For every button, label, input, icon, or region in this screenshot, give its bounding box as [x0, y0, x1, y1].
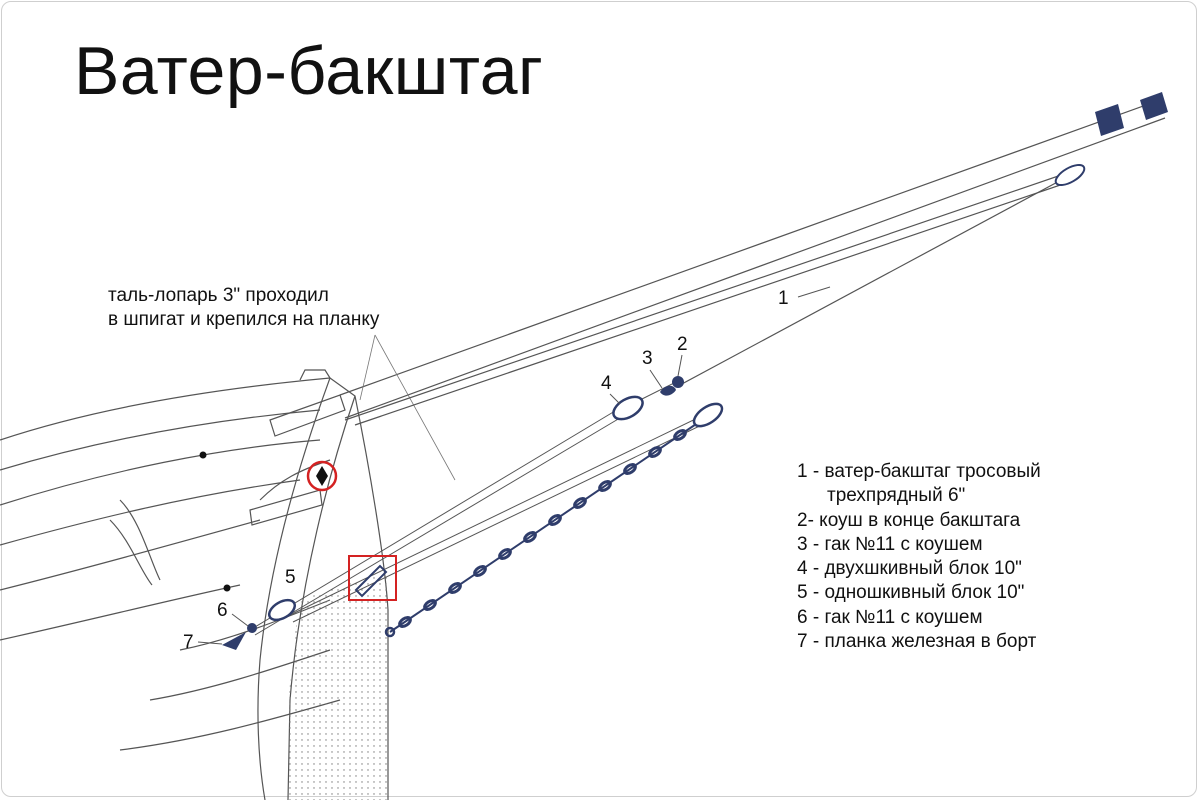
scupper-highlight-circle	[306, 460, 338, 492]
callout-6: 6	[217, 600, 228, 621]
annotation-line-2: в шпигат и крепился на планку	[108, 309, 380, 330]
callout-4: 4	[601, 373, 612, 394]
callout-2: 2	[677, 334, 688, 355]
thimble-2	[672, 376, 684, 388]
tackle-falls	[249, 379, 713, 636]
bowsprit-band	[1095, 104, 1124, 136]
hook-6	[247, 623, 257, 633]
legend-item-3: 3 - гак №11 с коушем	[797, 533, 983, 555]
callout-leader-2	[677, 354, 683, 377]
annotation-note: таль-лопарь 3" проходил в шпигат и крепи…	[108, 284, 379, 332]
plate-highlight-box	[348, 555, 397, 601]
hull-planking-shading	[285, 570, 388, 800]
legend-item-4: 4 - двухшкивный блок 10"	[797, 558, 1022, 580]
note-leader	[359, 334, 456, 481]
callout-leader-1	[797, 286, 831, 298]
callout-leader-6	[231, 613, 249, 627]
bowsprit-cap	[1140, 92, 1168, 120]
fitting-dot	[199, 451, 207, 459]
legend-item-5: 5 - одношкивный блок 10"	[797, 582, 1025, 604]
anchor-chain	[398, 429, 687, 628]
iron-plate-7	[222, 632, 246, 650]
fitting-dot	[223, 584, 231, 592]
chain-block	[692, 402, 724, 428]
bowsprit	[339, 99, 1166, 419]
page-title: Ватер-бакштаг	[74, 33, 544, 109]
legend-item-6: 6 - гак №11 с коушем	[797, 606, 983, 628]
legend: 1 - ватер-бакштаг тросовый трехпрядный 6…	[797, 460, 1041, 654]
legend-item-7: 7 - планка железная в борт	[797, 631, 1037, 653]
callout-3: 3	[642, 348, 653, 369]
backstay-rope	[344, 171, 1076, 426]
backstay-deadeye	[1054, 163, 1086, 187]
callout-leader-3	[649, 369, 663, 389]
annotation-line-1: таль-лопарь 3" проходил	[108, 285, 329, 306]
chain-end-link	[384, 626, 396, 638]
scupper-opening	[316, 466, 328, 486]
callout-leader-7	[197, 641, 223, 645]
legend-item-1-continued: трехпрядный 6"	[827, 485, 966, 507]
callout-1: 1	[778, 288, 789, 309]
legend-item-1: 1 - ватер-бакштаг тросовый	[797, 461, 1041, 482]
double-block-4	[612, 395, 644, 421]
anchor-chain-axis	[389, 417, 706, 633]
hook-3	[660, 385, 676, 396]
callout-5: 5	[285, 567, 296, 588]
single-block-5	[267, 598, 297, 622]
legend-item-2: 2- коуш в конце бакштага	[797, 509, 1021, 531]
callout-leader-4	[609, 393, 621, 405]
plate-detail	[354, 564, 388, 598]
callout-7: 7	[183, 632, 194, 653]
